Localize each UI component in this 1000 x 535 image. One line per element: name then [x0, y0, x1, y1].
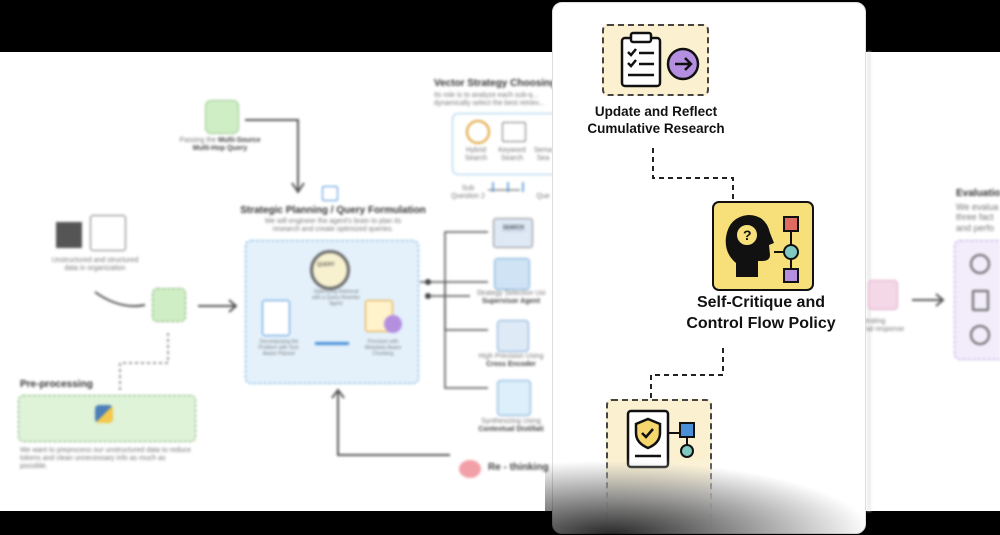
update-reflect-icon-box [602, 24, 709, 96]
optimizing-label: Optimizing Retrieval with a Query Rewrit… [311, 289, 361, 307]
query-rewriter-icon [310, 250, 350, 290]
eval-doc-icon [972, 290, 989, 311]
planning-desc: We will engineer the agent's brain to pl… [264, 218, 402, 234]
card-connectors [650, 148, 734, 399]
self-critique-icon-box: ? [712, 201, 814, 291]
brain-icon [459, 460, 481, 478]
subq-label: Que [536, 193, 550, 200]
metadata-badge-icon [384, 315, 402, 333]
planning-title: Strategic Planning / Query Formulation [240, 205, 426, 216]
contextual-distillation-icon [497, 380, 531, 416]
subq2-label: Sub Question 2 [451, 185, 485, 201]
right-arrow [912, 293, 945, 307]
hybrid-search-icon [466, 120, 490, 144]
python-icon [95, 405, 113, 423]
double-arrow-icon [315, 342, 349, 345]
eval-title: Evaluatio [956, 188, 1000, 199]
keyword-search-icon [502, 122, 526, 142]
preprocessing-title: Pre-processing [20, 379, 93, 390]
planner-icon [262, 300, 290, 336]
calendar-icon [322, 186, 338, 201]
vector-title: Vector Strategy Choosing [434, 78, 557, 89]
clipboard-icon [620, 31, 700, 88]
rethinking-label: Re - thinking [488, 462, 549, 473]
card-bottom-fade [553, 458, 865, 533]
passing-query-label: Passing the Multi-Source Multi-Hop Query [179, 137, 261, 153]
preprocessing-desc: We want to preprocess our unstructured d… [20, 447, 192, 471]
multi-hop-query-icon [205, 100, 239, 134]
document-icons [90, 215, 126, 251]
decomposing-label: Decomposing the Problem with Tool-Aware … [258, 339, 300, 357]
vector-desc: Its role is to analyze each sub-q... dyn… [434, 92, 545, 108]
shield-document-icon [626, 409, 695, 469]
query-chip: QUERY [317, 262, 335, 268]
precision-label: Precision with Metadata-Aware Chunking [364, 339, 402, 357]
left-diagram: Passing the Multi-Source Multi-Hop Query… [18, 78, 564, 478]
unstructured-data-label: Unstructured and structured data in orga… [51, 257, 139, 273]
svg-text:?: ? [743, 227, 752, 243]
cross-encoder-icon [497, 320, 529, 352]
hybrid-label: Hybrid Search [464, 147, 488, 163]
search-node-icon [493, 218, 533, 248]
preprocess-gear-icon [152, 288, 186, 322]
eval-person-icon [970, 254, 990, 274]
search-chip: SEARCH [502, 224, 525, 232]
keyword-label: Keyword Search [498, 147, 526, 163]
lightbulb-icon [868, 280, 898, 310]
building-icon [56, 222, 82, 248]
supervisor-icon [494, 258, 530, 290]
eval-gauge-icon [970, 325, 990, 345]
head-flow-icon: ? [725, 215, 799, 283]
semantic-label: Sema Sea [533, 147, 553, 163]
